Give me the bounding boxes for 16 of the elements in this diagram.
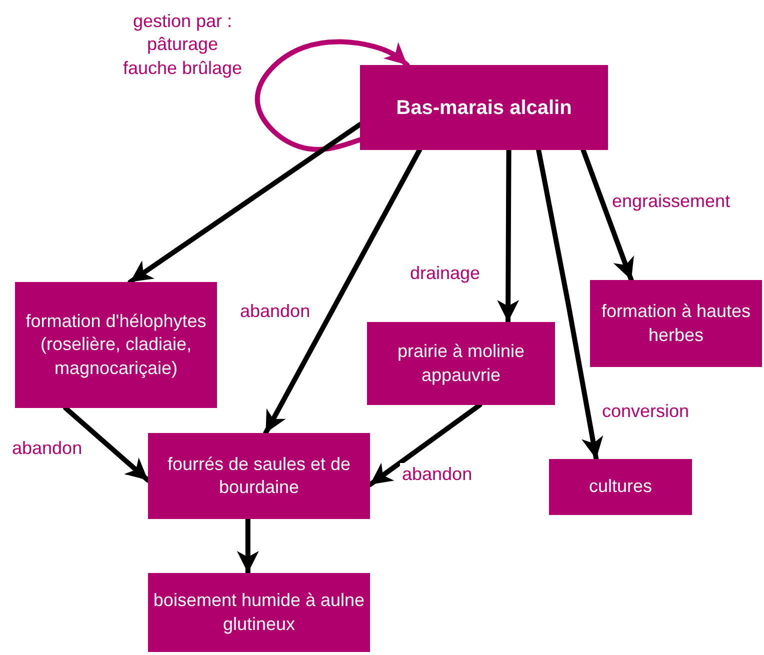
arrow (536, 148, 604, 462)
state-box: formation d'hélophytes (roselière, cladiaie, magnocariçaie) (15, 282, 217, 408)
state-box: formation à hautes herbes (590, 280, 762, 367)
arrow (128, 122, 362, 284)
loop-arrow (254, 39, 410, 152)
state-box: fourrés de saules et de bourdaine (148, 433, 370, 519)
state-box: cultures (549, 459, 692, 515)
arrow (63, 406, 150, 483)
state-box: prairie à molinie appauvrie (367, 322, 555, 405)
state-box: Bas-marais alcalin (360, 65, 608, 150)
arrow (263, 148, 422, 436)
arrow (497, 148, 520, 324)
state-box: boisement humide à aulne glutineux (148, 573, 370, 652)
arrow (236, 516, 259, 576)
edge-label: gestion par : pâturage fauche brûlage (122, 10, 244, 80)
arrow (580, 148, 634, 282)
